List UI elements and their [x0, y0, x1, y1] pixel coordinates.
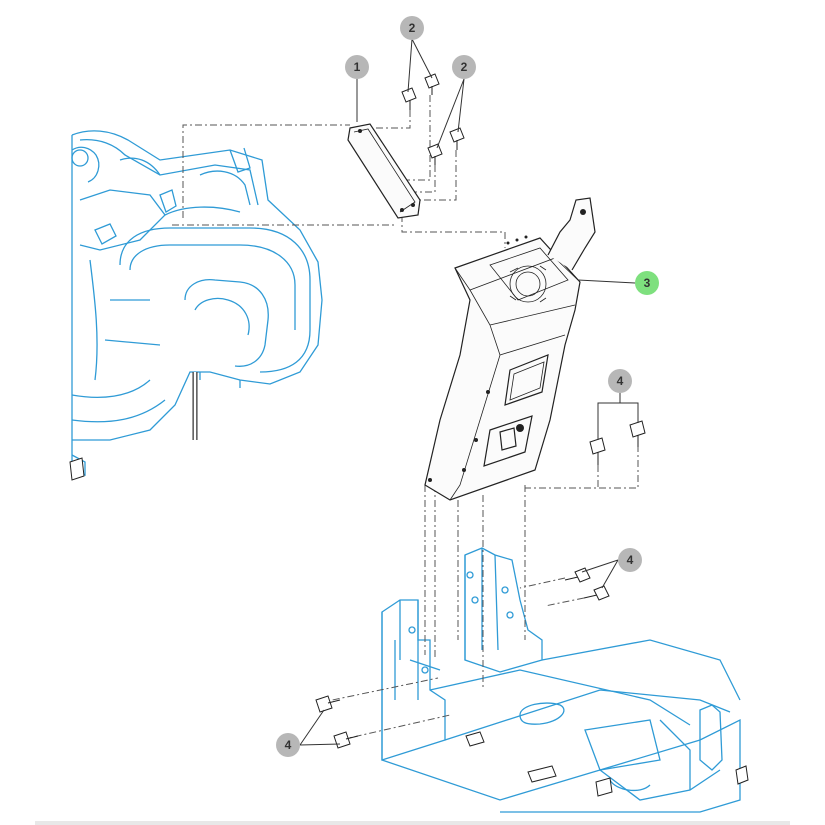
callout-3-label: 3 — [644, 276, 651, 290]
callout-4a: 4 — [608, 369, 632, 393]
bolts — [315, 73, 646, 749]
bolt-4d — [583, 585, 610, 601]
frame-assembly — [381, 547, 741, 813]
callout-2b: 2 — [452, 55, 476, 79]
callout-4c-circle — [276, 733, 300, 757]
callout-4a-circle — [608, 369, 632, 393]
callout-4a-label: 4 — [617, 374, 624, 388]
callout-1-circle — [345, 55, 369, 79]
callout-2b-circle — [452, 55, 476, 79]
bolt-2c — [427, 143, 443, 165]
bolt-4e — [315, 695, 341, 713]
callout-4b-label: 4 — [627, 553, 634, 567]
callout-4b-circle — [618, 548, 642, 572]
bolt-2b — [424, 73, 440, 95]
bolt-4f — [333, 731, 359, 749]
callout-1: 1 — [345, 55, 369, 79]
callout-2a-circle — [400, 16, 424, 40]
callout-2b-label: 2 — [461, 60, 468, 74]
bracket-part-1 — [347, 123, 421, 219]
support-bracket-part-3 — [424, 197, 596, 501]
bolt-4a — [589, 437, 606, 465]
callout-4c-label: 4 — [285, 738, 292, 752]
bolt-2d — [449, 127, 465, 150]
bottom-divider — [35, 821, 790, 825]
frame-small-plates — [69, 457, 749, 797]
fuel-tank-assembly — [71, 130, 323, 476]
leader-lines — [299, 38, 639, 746]
callout-3: 3 — [635, 271, 659, 295]
callout-4c: 4 — [276, 733, 300, 757]
bolt-4b — [629, 420, 646, 447]
bolt-2a — [401, 87, 417, 110]
callout-2a-label: 2 — [409, 21, 416, 35]
callout-2a: 2 — [400, 16, 424, 40]
bolt-4c — [564, 567, 591, 583]
callout-1-label: 1 — [354, 60, 361, 74]
callout-3-circle — [635, 271, 659, 295]
callout-4b: 4 — [618, 548, 642, 572]
